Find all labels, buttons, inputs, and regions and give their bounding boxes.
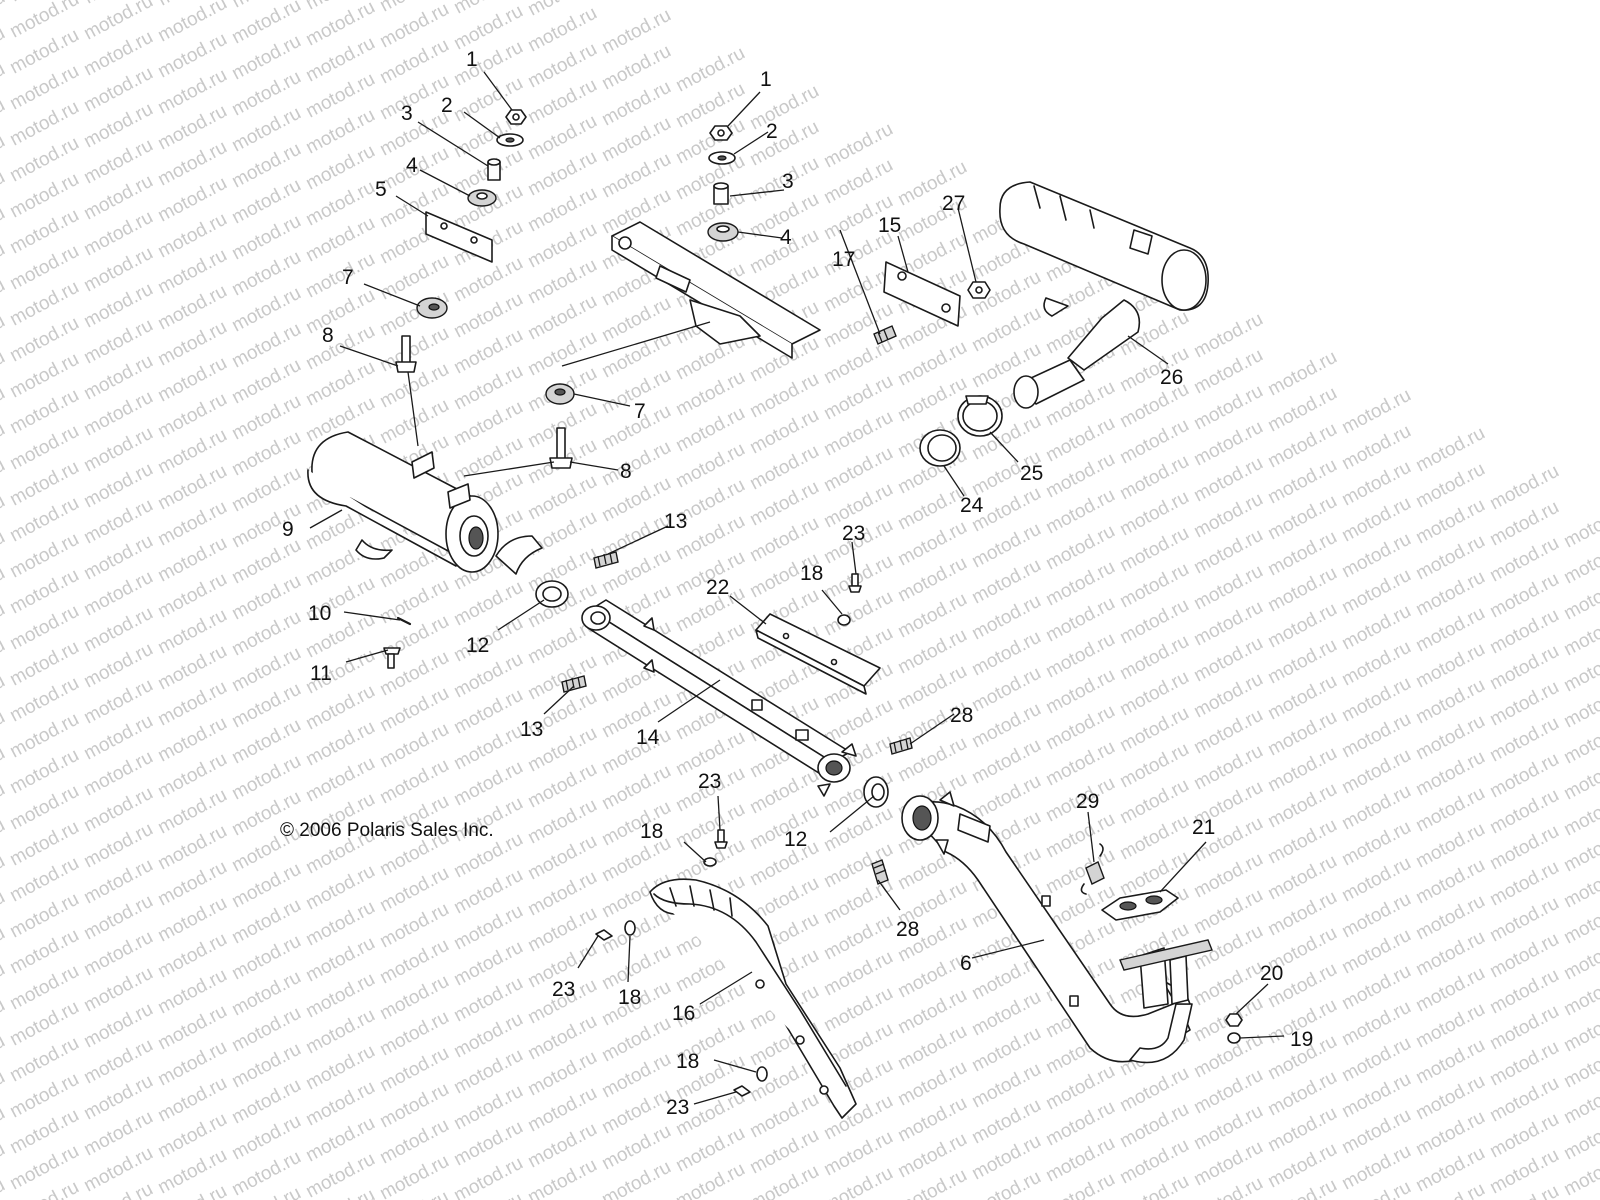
bracket-plate-part bbox=[883, 261, 961, 327]
grommet-part bbox=[707, 222, 739, 242]
heat-shield-part bbox=[755, 613, 881, 695]
callout-24: 24 bbox=[960, 494, 984, 517]
copyright-text: © 2006 Polaris Sales Inc. bbox=[280, 820, 494, 841]
spacer-part bbox=[487, 158, 501, 181]
callout-2: 2 bbox=[766, 120, 778, 143]
grommet-part bbox=[545, 383, 575, 405]
callout-17: 17 bbox=[832, 248, 855, 271]
callout-18: 18 bbox=[640, 820, 663, 843]
spring-part bbox=[871, 859, 889, 885]
callout-18: 18 bbox=[618, 986, 641, 1009]
callout-6: 6 bbox=[960, 952, 972, 975]
callout-23: 23 bbox=[698, 770, 721, 793]
callout-8: 8 bbox=[620, 460, 632, 483]
callout-13: 13 bbox=[520, 718, 543, 741]
callout-12: 12 bbox=[784, 828, 807, 851]
callout-8: 8 bbox=[322, 324, 334, 347]
callout-1: 1 bbox=[466, 48, 478, 71]
screw-part bbox=[714, 829, 728, 849]
rivet-part bbox=[383, 647, 401, 669]
washer-part bbox=[756, 1066, 768, 1082]
bolt-part bbox=[395, 335, 417, 373]
clamp-part bbox=[957, 395, 1003, 437]
screw-part bbox=[848, 573, 862, 593]
gasket-part bbox=[919, 429, 961, 467]
washer-part bbox=[624, 920, 636, 936]
callout-3: 3 bbox=[401, 102, 413, 125]
left-muffler-part bbox=[307, 431, 543, 575]
nut-part bbox=[967, 281, 991, 299]
callout-11: 11 bbox=[310, 662, 332, 685]
callout-14: 14 bbox=[636, 726, 660, 749]
spacer-part bbox=[713, 182, 729, 205]
washer-part bbox=[496, 133, 524, 147]
callout-25: 25 bbox=[1020, 462, 1043, 485]
washer-part bbox=[1227, 1032, 1241, 1044]
pin-part bbox=[396, 616, 412, 626]
nut-part bbox=[1225, 1013, 1243, 1027]
callout-23: 23 bbox=[552, 978, 575, 1001]
callout-28: 28 bbox=[950, 704, 973, 727]
watermark-text: motod.ru bbox=[0, 1175, 9, 1200]
spring-part bbox=[561, 675, 587, 693]
callout-19: 19 bbox=[1290, 1028, 1313, 1051]
header-heat-shield-part bbox=[649, 878, 857, 1119]
bolt-part bbox=[549, 427, 573, 469]
callout-10: 10 bbox=[308, 602, 331, 625]
callout-27: 27 bbox=[942, 192, 965, 215]
watermark-text: motod.ru bbox=[1560, 499, 1600, 553]
callout-21: 21 bbox=[1192, 816, 1215, 839]
callout-labels: 1 2 3 4 5 7 8 1 2 3 4 7 8 9 13 10 12 11 … bbox=[282, 48, 1313, 1119]
callout-4: 4 bbox=[780, 226, 792, 249]
callout-16: 16 bbox=[672, 1002, 695, 1025]
callout-18: 18 bbox=[800, 562, 823, 585]
callout-2: 2 bbox=[441, 94, 453, 117]
washer-part bbox=[708, 151, 736, 165]
nut-part bbox=[709, 125, 733, 141]
callout-3: 3 bbox=[782, 170, 794, 193]
washer-part bbox=[703, 857, 717, 867]
washer-part bbox=[837, 614, 851, 626]
callout-23: 23 bbox=[842, 522, 865, 545]
header-pipe-part bbox=[901, 791, 1213, 1064]
frame-part bbox=[611, 221, 821, 359]
bracket-plate-part bbox=[425, 211, 493, 263]
spring-part bbox=[889, 737, 913, 755]
gasket-part bbox=[535, 580, 569, 608]
screw-part bbox=[595, 929, 613, 941]
callout-1: 1 bbox=[760, 68, 772, 91]
callout-4: 4 bbox=[406, 154, 418, 177]
callout-23: 23 bbox=[666, 1096, 689, 1119]
callout-22: 22 bbox=[706, 576, 729, 599]
callout-18: 18 bbox=[676, 1050, 699, 1073]
callout-9: 9 bbox=[282, 518, 294, 541]
callout-7: 7 bbox=[342, 266, 354, 289]
screw-part bbox=[733, 1085, 751, 1097]
nut-part bbox=[505, 109, 527, 125]
spring-part bbox=[1080, 843, 1105, 895]
callout-15: 15 bbox=[878, 214, 901, 237]
grommet-part bbox=[416, 297, 448, 319]
callout-20: 20 bbox=[1260, 962, 1283, 985]
callout-12: 12 bbox=[466, 634, 489, 657]
mid-pipe-part bbox=[581, 599, 857, 797]
callout-5: 5 bbox=[375, 178, 387, 201]
callout-13: 13 bbox=[664, 510, 687, 533]
spring-part bbox=[873, 325, 897, 345]
gasket-plate-part bbox=[1101, 889, 1179, 921]
callout-26: 26 bbox=[1160, 366, 1183, 389]
callout-28: 28 bbox=[896, 918, 919, 941]
spring-part bbox=[593, 551, 619, 569]
callout-29: 29 bbox=[1076, 790, 1099, 813]
right-muffler-part bbox=[999, 181, 1209, 409]
gasket-part bbox=[863, 776, 889, 808]
leader-lines bbox=[309, 71, 1285, 1105]
callout-7: 7 bbox=[634, 400, 646, 423]
grommet-part bbox=[467, 189, 497, 207]
